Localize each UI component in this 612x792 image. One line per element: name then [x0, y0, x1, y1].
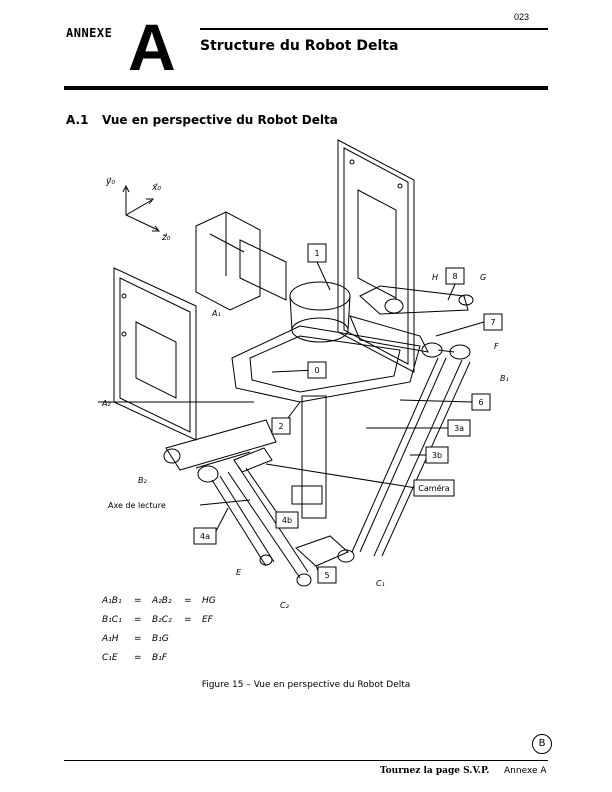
arm-a2b2 — [165, 419, 277, 471]
rod-4b — [227, 471, 301, 579]
eq-term: A₂B₂ — [152, 596, 172, 606]
eq-term: B₂C₂ — [152, 615, 172, 625]
header-rule-thick — [64, 86, 548, 90]
box-label-2-text: 2 — [278, 422, 283, 431]
axis-x-arrow — [125, 199, 153, 216]
point-label-a1: A₁ — [211, 309, 221, 318]
eq-term: A₁H — [102, 634, 119, 644]
box-label-5-text: 5 — [324, 571, 329, 580]
page-number: 023 — [514, 12, 530, 22]
box-label-camera-text: Caméra — [418, 483, 449, 493]
point-label-b2: B₂ — [138, 476, 147, 485]
central-column — [301, 395, 327, 519]
box-label-7-text: 7 — [490, 318, 495, 327]
eq-sign: = — [184, 596, 192, 606]
box-label-3a — [447, 419, 471, 437]
box-label-4b-text: 4b — [282, 516, 292, 525]
right-frame-plate — [337, 139, 415, 373]
point-label-e: E — [236, 568, 242, 577]
point-label-a2: A₂ — [101, 399, 111, 408]
box-label-4b — [275, 511, 299, 529]
box-label-8 — [445, 267, 465, 285]
nacelle — [295, 535, 349, 567]
axis-x-label: x⃗₀ — [151, 183, 161, 193]
box-label-4a — [193, 527, 217, 545]
eq-term: C₁E — [102, 653, 118, 663]
annexe-letter: A — [128, 10, 176, 84]
section-number: A.1 — [66, 113, 89, 127]
eq-sign: = — [134, 596, 142, 606]
eq-term: HG — [202, 596, 216, 606]
point-label-f: F — [494, 342, 499, 351]
figure-caption: Figure 15 – Vue en perspective du Robot … — [201, 680, 411, 690]
footer-rule — [64, 760, 548, 761]
section-title: Vue en perspective du Robot Delta — [102, 113, 338, 127]
camera-body — [233, 447, 273, 473]
box-label-3a-text: 3a — [454, 424, 464, 433]
annexe-label: ANNEXE — [66, 26, 113, 40]
central-hub — [289, 281, 351, 311]
eq-term: A₁B₁ — [102, 596, 122, 606]
eq-term: B₁F — [152, 653, 167, 663]
equation-row: B₁C₁ = B₂C₂ = EF — [102, 611, 216, 630]
point-label-b1: B₁ — [500, 374, 509, 383]
eq-sign: = — [184, 615, 192, 625]
rod-3b — [373, 359, 463, 557]
footer-next-page: Tournez la page S.V.P. — [380, 766, 490, 776]
equations-block: A₁B₁=A₂B₂=HG B₁C₁=B₂C₂=EF A₁H=B₁G C₁E=B₁… — [102, 592, 216, 668]
eq-term: B₁G — [152, 634, 169, 644]
box-label-0 — [307, 361, 327, 379]
equation-row: A₁H = B₁G — [102, 630, 216, 649]
box-label-4a-text: 4a — [200, 532, 210, 541]
arm-a1b1 — [349, 315, 429, 353]
box-label-camera — [413, 479, 455, 497]
box-label-5 — [317, 566, 337, 584]
motor-block — [195, 211, 261, 311]
eq-term: EF — [202, 615, 213, 625]
point-label-c2: C₂ — [280, 601, 290, 610]
axis-z-arrow — [125, 214, 159, 231]
point-label-g: G — [480, 273, 486, 282]
box-label-7 — [483, 313, 503, 331]
box-label-6-text: 6 — [478, 398, 483, 407]
box-label-0-text: 0 — [314, 366, 319, 375]
box-label-2 — [271, 417, 291, 435]
box-label-1-text: 1 — [314, 249, 319, 258]
box-label-3b — [425, 446, 449, 464]
eq-sign: = — [134, 634, 142, 644]
box-label-1 — [307, 243, 327, 263]
point-label-h: H — [432, 273, 438, 282]
footer-annex-ref: Annexe A — [504, 766, 547, 776]
equation-row: A₁B₁ = A₂B₂ = HG — [102, 592, 216, 611]
rod-4a — [211, 479, 267, 567]
header-rule-top — [200, 28, 548, 30]
point-label-axe-lecture: Axe de lecture — [108, 501, 166, 510]
point-label-c1: C₁ — [376, 579, 385, 588]
eq-term: B₁C₁ — [102, 615, 122, 625]
eq-sign: = — [134, 615, 142, 625]
base-plate — [231, 325, 421, 403]
box-label-3b-text: 3b — [432, 451, 442, 460]
rod-3a — [351, 357, 439, 553]
eq-sign: = — [134, 653, 142, 663]
box-label-8-text: 8 — [452, 272, 457, 281]
page-marker-circle: B — [532, 734, 552, 754]
axis-y-label: y⃗₀ — [105, 177, 115, 187]
left-frame-plate — [113, 267, 197, 441]
section-heading: A.1 Vue en perspective du Robot Delta — [66, 113, 338, 127]
page-title: Structure du Robot Delta — [200, 38, 399, 54]
axis-z-label: z⃗₀ — [161, 233, 171, 243]
box-label-6 — [471, 393, 491, 411]
arm-hg — [359, 285, 469, 315]
equation-row: C₁E = B₁F — [102, 649, 216, 668]
